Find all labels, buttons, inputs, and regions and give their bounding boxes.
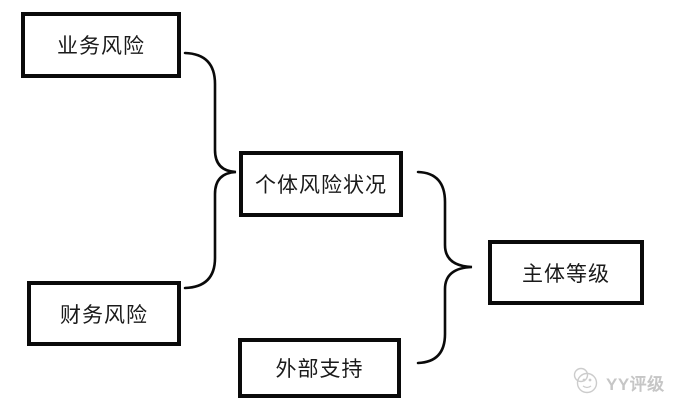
node-business-risk-label: 业务风险	[57, 34, 145, 58]
watermark: YY评级	[569, 366, 665, 398]
node-business-risk: 业务风险	[21, 12, 181, 78]
node-entity-rating-label: 主体等级	[522, 261, 610, 286]
watermark-label: YY评级	[606, 374, 665, 394]
node-financial-risk-label: 财务风险	[60, 302, 148, 327]
left-brace-connector	[183, 51, 237, 290]
node-entity-rating: 主体等级	[488, 240, 644, 305]
yy-logo-icon	[573, 367, 598, 394]
right-brace-connector	[416, 170, 473, 365]
node-external-support: 外部支持	[238, 338, 401, 398]
node-financial-risk: 财务风险	[27, 281, 181, 346]
node-external-support-label: 外部支持	[275, 357, 364, 381]
node-individual-risk: 个体风险状况	[239, 151, 403, 217]
node-individual-risk-label: 个体风险状况	[255, 173, 387, 197]
